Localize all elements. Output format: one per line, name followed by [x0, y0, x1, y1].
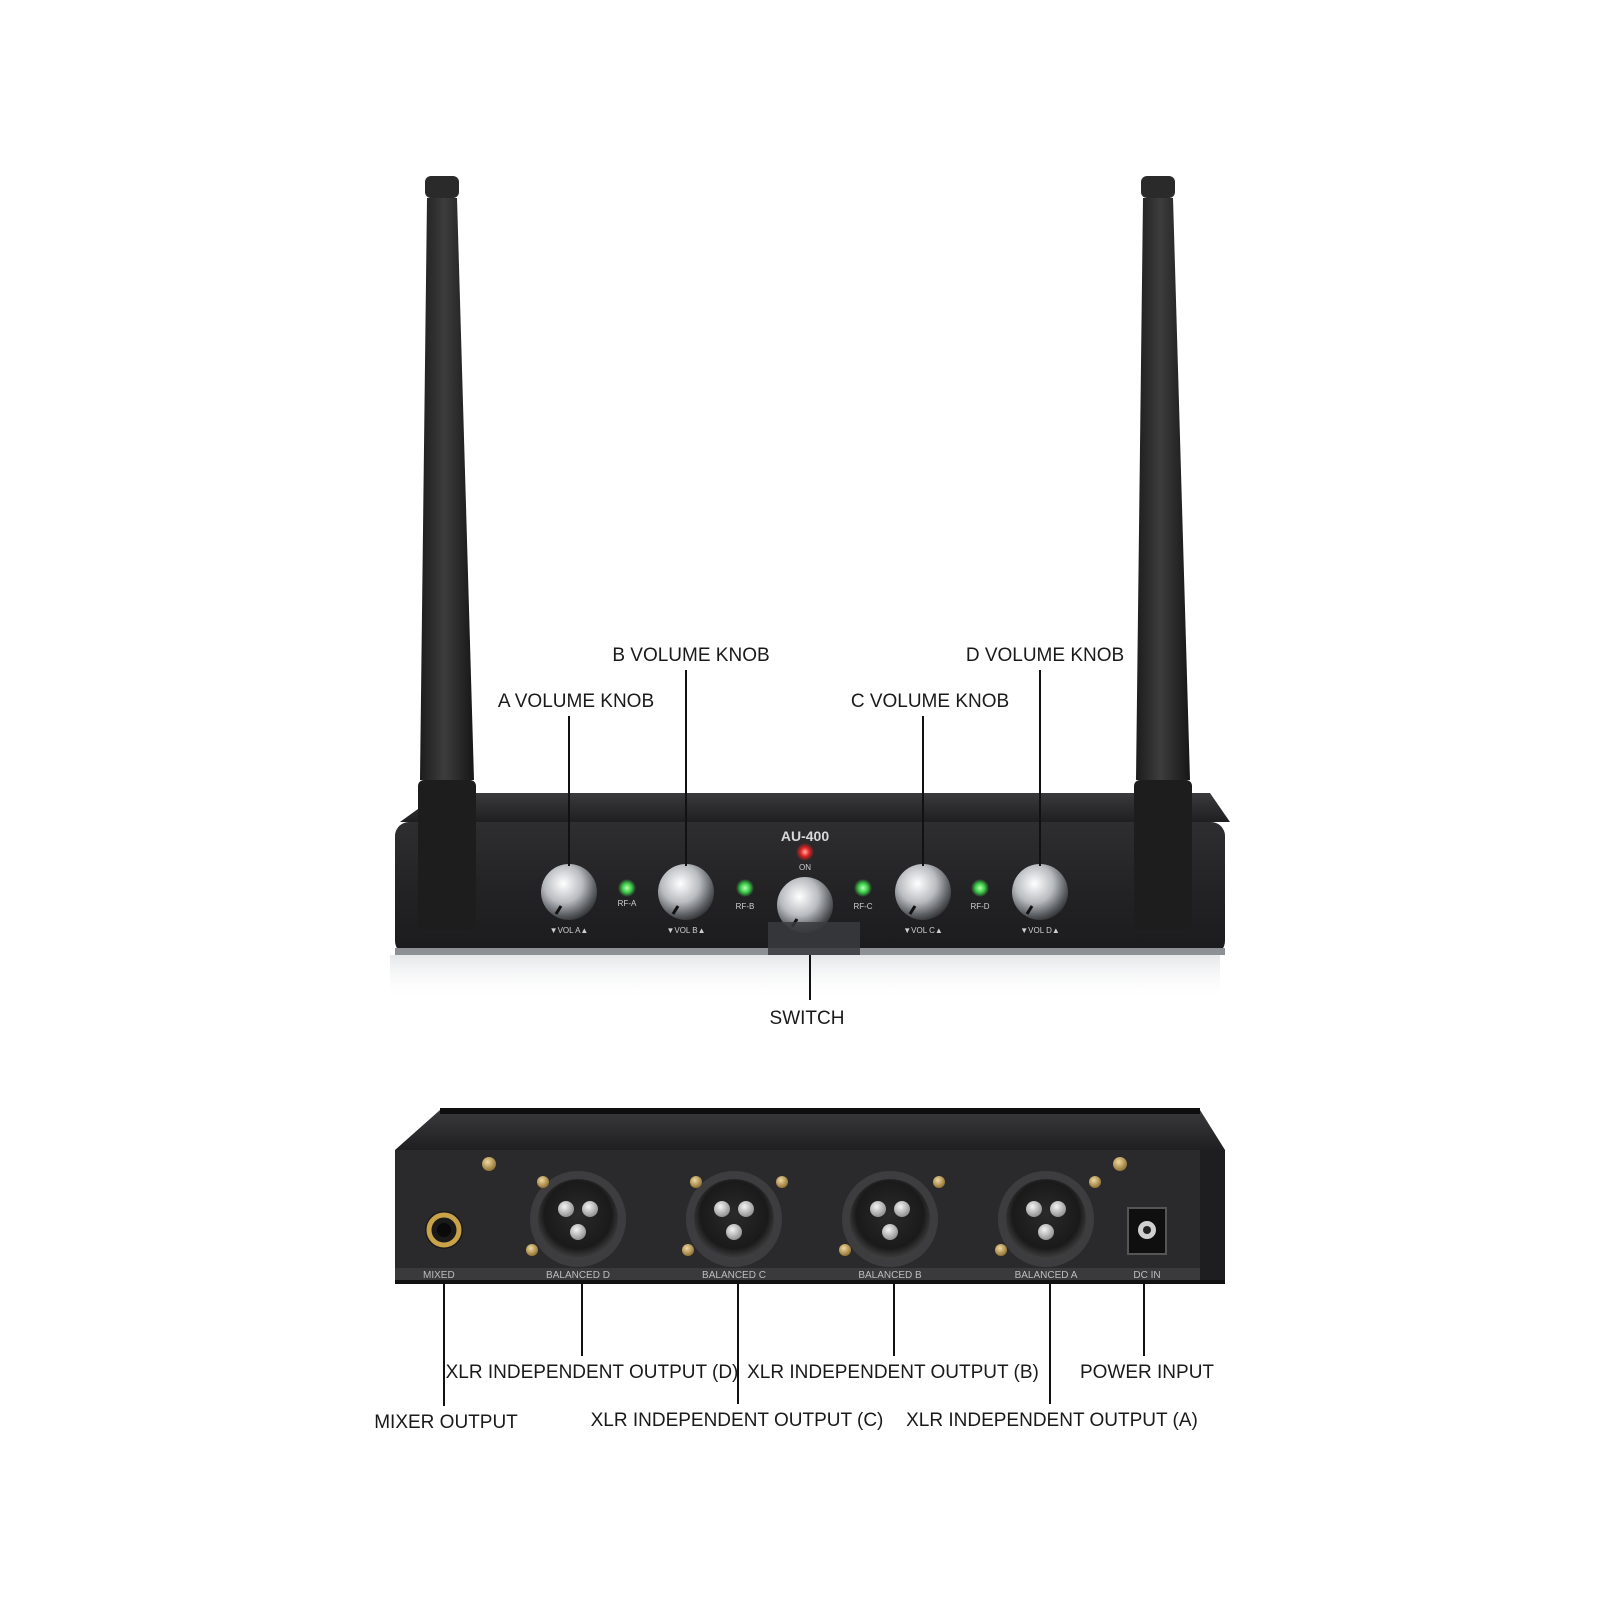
- switch-highlight: [768, 922, 860, 955]
- callout-b-volume-knob: B VOLUME KNOB: [612, 645, 769, 666]
- port-label-balanced-d: BALANCED D: [546, 1270, 610, 1281]
- rf-c-led: [854, 879, 872, 897]
- vol-b-text: VOL B: [674, 926, 697, 935]
- screw-icon: [1113, 1157, 1127, 1171]
- arrow-up-icon: ▲: [935, 926, 943, 935]
- knob-pointer: [671, 905, 680, 915]
- arrow-up-icon: ▲: [1052, 926, 1060, 935]
- knob-vol-a[interactable]: [541, 864, 597, 920]
- rear-top-lid: [395, 1110, 1225, 1150]
- vol-a-label: ▼VOL A▲: [550, 926, 589, 935]
- vol-d-text: VOL D: [1028, 926, 1052, 935]
- knob-pointer: [554, 905, 563, 915]
- screw-icon: [933, 1176, 945, 1188]
- xlr-balanced-d[interactable]: [530, 1171, 626, 1267]
- front-unit: AU-400 ON RF-A RF-B RF-C: [390, 176, 1230, 1029]
- rear-callout-lines: [443, 1284, 1145, 1406]
- rear-panel: [395, 1150, 1225, 1280]
- rf-a-led: [618, 879, 636, 897]
- xlr-balanced-c[interactable]: [686, 1171, 782, 1267]
- callout-xlr-a: XLR INDEPENDENT OUTPUT (A): [906, 1410, 1198, 1431]
- rf-b-label: RF-B: [736, 902, 755, 911]
- screw-icon: [690, 1176, 702, 1188]
- callout-c-volume-knob: C VOLUME KNOB: [851, 691, 1009, 712]
- port-label-dc-in: DC IN: [1133, 1270, 1160, 1281]
- screw-icon: [482, 1157, 496, 1171]
- mixed-output-jack[interactable]: [425, 1211, 463, 1249]
- vol-c-text: VOL C: [911, 926, 935, 935]
- power-led-label: ON: [799, 863, 811, 872]
- vol-d-label: ▼VOL D▲: [1020, 926, 1060, 935]
- port-label-mixed: MIXED: [423, 1270, 455, 1281]
- callout-mixer-output: MIXER OUTPUT: [374, 1412, 518, 1433]
- xlr-balanced-a[interactable]: [998, 1171, 1094, 1267]
- front-reflection: [390, 955, 1220, 1000]
- port-label-balanced-b: BALANCED B: [858, 1270, 922, 1281]
- rear-unit: MIXED BALANCED D BALANCED C BALANCED B B…: [374, 1108, 1225, 1433]
- rf-d-led: [971, 879, 989, 897]
- rear-bottom-edge: [395, 1280, 1225, 1284]
- rear-side: [1200, 1150, 1225, 1280]
- right-antenna: [1134, 176, 1192, 930]
- port-label-balanced-a: BALANCED A: [1015, 1270, 1078, 1281]
- rf-b-led: [736, 879, 754, 897]
- rf-d-label: RF-D: [970, 902, 989, 911]
- rear-label-strip: [395, 1268, 1225, 1282]
- vol-c-label: ▼VOL C▲: [903, 926, 943, 935]
- left-antenna: [418, 176, 476, 930]
- callout-xlr-d: XLR INDEPENDENT OUTPUT (D): [446, 1362, 739, 1383]
- arrow-down-icon: ▼: [903, 926, 911, 935]
- arrow-up-icon: ▲: [698, 926, 706, 935]
- model-label: AU-400: [781, 828, 829, 844]
- knob-vol-b[interactable]: [658, 864, 714, 920]
- front-top-lid: [400, 793, 1230, 822]
- screw-icon: [995, 1244, 1007, 1256]
- knob-vol-c[interactable]: [895, 864, 951, 920]
- knob-pointer: [908, 905, 917, 915]
- screw-icon: [776, 1176, 788, 1188]
- callout-switch: SWITCH: [770, 1008, 845, 1029]
- callout-xlr-c: XLR INDEPENDENT OUTPUT (C): [591, 1410, 884, 1431]
- knob-vol-d[interactable]: [1012, 864, 1068, 920]
- power-led: [796, 843, 814, 861]
- vol-a-text: VOL A: [558, 926, 581, 935]
- arrow-up-icon: ▲: [580, 926, 588, 935]
- screw-icon: [839, 1244, 851, 1256]
- callout-xlr-b: XLR INDEPENDENT OUTPUT (B): [747, 1362, 1039, 1383]
- vol-b-label: ▼VOL B▲: [666, 926, 705, 935]
- screw-icon: [537, 1176, 549, 1188]
- screw-icon: [1089, 1176, 1101, 1188]
- arrow-down-icon: ▼: [1020, 926, 1028, 935]
- rear-lid-edge: [440, 1108, 1200, 1114]
- rear-screws: [482, 1157, 1127, 1256]
- knob-pointer: [1025, 905, 1034, 915]
- screw-icon: [526, 1244, 538, 1256]
- callout-power-input: POWER INPUT: [1080, 1362, 1214, 1383]
- callout-a-volume-knob: A VOLUME KNOB: [498, 691, 654, 712]
- xlr-balanced-b[interactable]: [842, 1171, 938, 1267]
- callout-d-volume-knob: D VOLUME KNOB: [966, 645, 1124, 666]
- port-label-balanced-c: BALANCED C: [702, 1270, 766, 1281]
- front-callout-lines: [568, 670, 1041, 1000]
- arrow-down-icon: ▼: [550, 926, 558, 935]
- arrow-down-icon: ▼: [666, 926, 674, 935]
- rf-a-label: RF-A: [618, 899, 637, 908]
- screw-icon: [682, 1244, 694, 1256]
- dc-in-jack[interactable]: [1127, 1207, 1167, 1255]
- rf-c-label: RF-C: [853, 902, 872, 911]
